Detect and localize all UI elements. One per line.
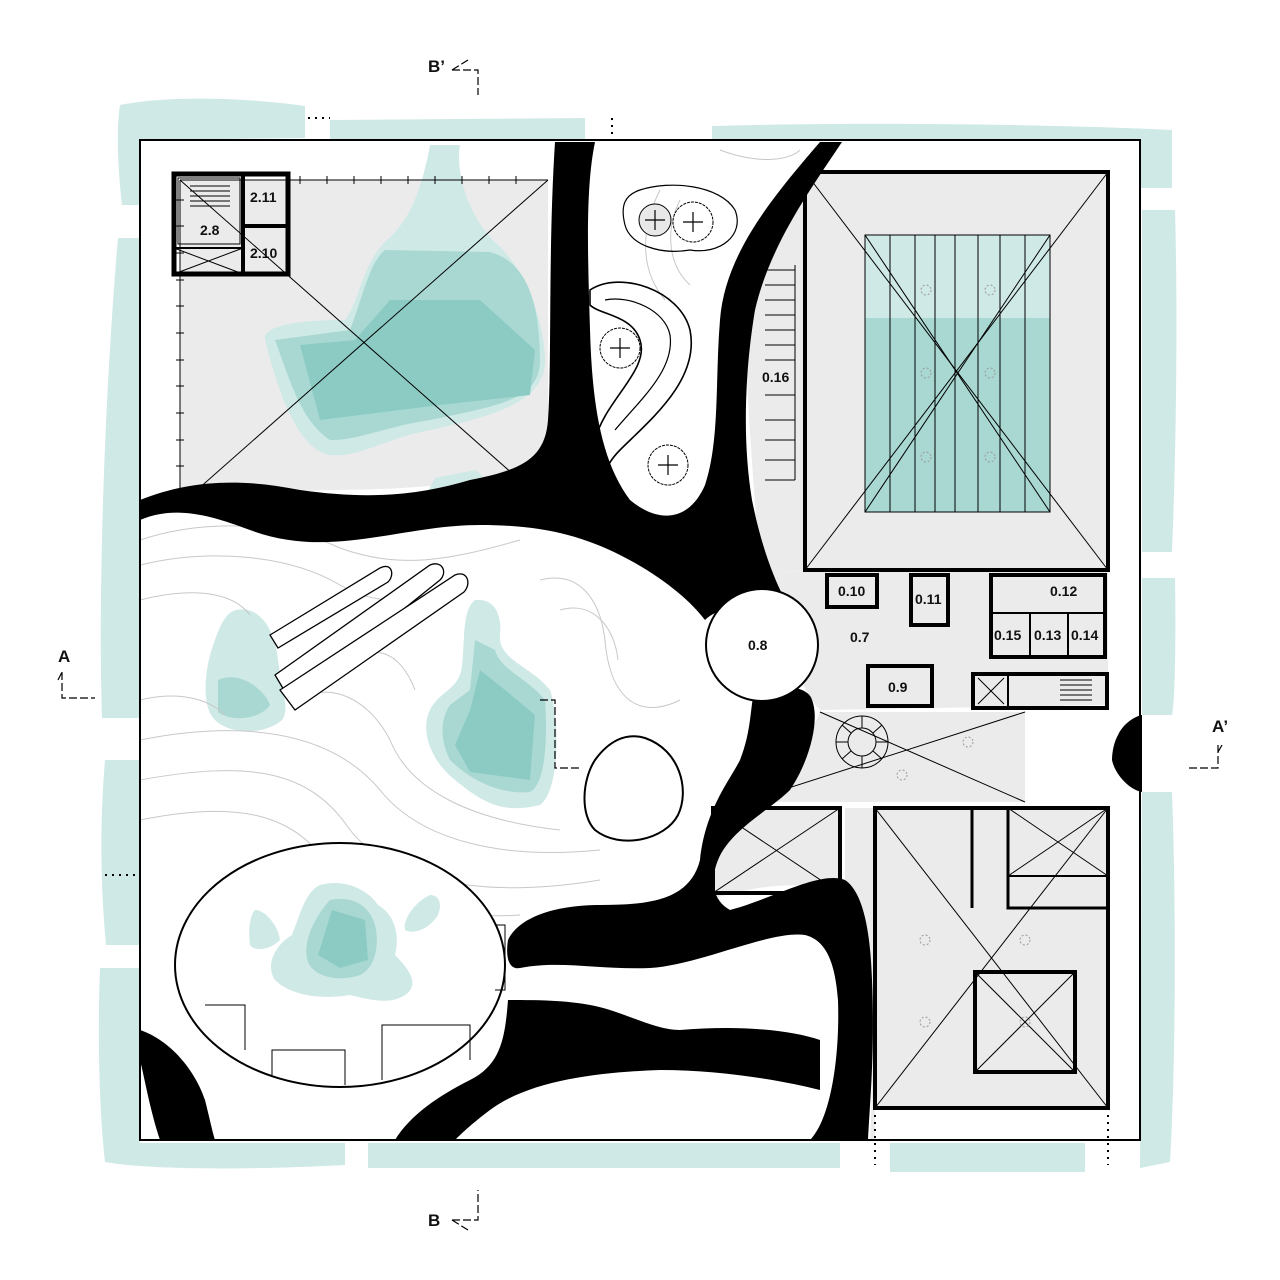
room-label-2-8: 2.8	[200, 222, 220, 238]
oval-garden-boxes	[205, 924, 506, 1085]
oval-garden-water	[249, 882, 440, 1001]
circle-room-0-8	[705, 588, 819, 702]
grid-ticks	[176, 176, 548, 505]
room-label-0-10: 0.10	[838, 583, 865, 599]
tree-icons	[599, 201, 714, 486]
tree-icon	[599, 327, 641, 369]
section-label-b-prime: B’	[428, 57, 445, 76]
black-paths	[140, 142, 1142, 1140]
room-label-0-8: 0.8	[748, 637, 768, 653]
tree-icon	[672, 201, 714, 243]
room-label-0-9: 0.9	[888, 679, 908, 695]
section-marker-a: A	[57, 647, 95, 699]
section-marker-a-prime: A’	[1188, 717, 1228, 769]
planters	[589, 184, 738, 501]
staircase	[177, 177, 1092, 769]
room-label-0-14: 0.14	[1071, 627, 1098, 643]
section-label-a: A	[58, 647, 70, 666]
column-markers	[896, 284, 1031, 1028]
room-label-0-13: 0.13	[1034, 627, 1061, 643]
tiered-seating	[765, 265, 796, 481]
room-label-0-7: 0.7	[850, 629, 870, 645]
terrain-contours	[139, 149, 801, 917]
outer-wall	[139, 139, 1141, 1141]
tree-icon	[638, 203, 672, 237]
room-labels: 2.8 2.11 2.10 0.16 0.10 0.11 0.12 0.15 0…	[200, 189, 1098, 695]
room-label-2-11: 2.11	[250, 189, 277, 205]
section-label-b: B	[428, 1211, 440, 1230]
section-marker-b-prime: B’	[428, 57, 479, 95]
section-marker-b: B	[428, 1190, 479, 1231]
room-label-0-16: 0.16	[762, 369, 789, 385]
room-label-0-11: 0.11	[915, 591, 942, 607]
section-marker-inner	[540, 699, 580, 769]
void-cross-lines	[173, 171, 1109, 1109]
section-label-a-prime: A’	[1212, 717, 1228, 736]
slide-ramps	[269, 563, 469, 711]
room-label-0-12: 0.12	[1050, 583, 1077, 599]
tree-icon	[647, 444, 689, 486]
room-label-2-10: 2.10	[250, 245, 277, 261]
entry-markers	[105, 117, 1109, 1165]
room-label-0-15: 0.15	[994, 627, 1021, 643]
